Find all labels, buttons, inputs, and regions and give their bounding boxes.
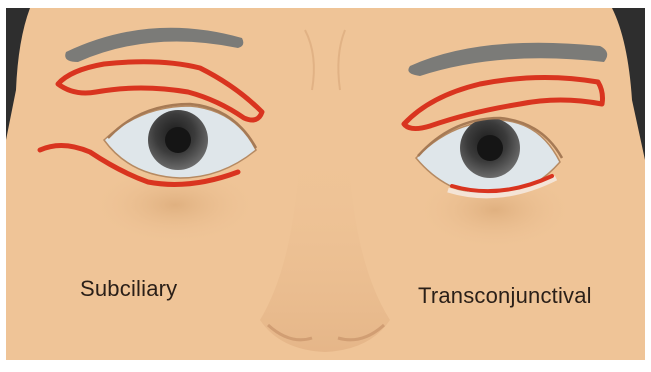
pupil-right: [477, 135, 503, 161]
label-transconjunctival: Transconjunctival: [418, 283, 592, 309]
label-subciliary: Subciliary: [80, 276, 177, 302]
pupil-left: [165, 127, 191, 153]
